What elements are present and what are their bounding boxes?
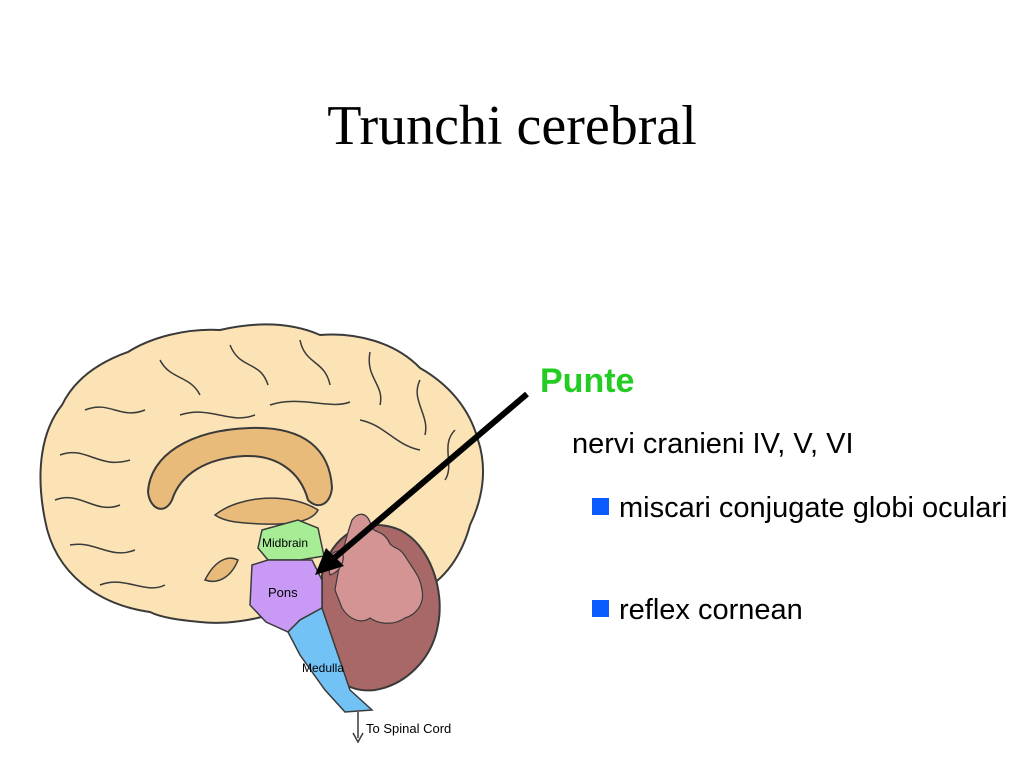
square-bullet-icon (592, 498, 609, 515)
label-pons: Pons (268, 585, 298, 600)
bullet-item: miscari conjugate globi oculari (592, 488, 1012, 528)
medulla (287, 606, 374, 713)
notes-subheading: nervi cranieni IV, V, VI (572, 428, 854, 460)
midbrain (257, 519, 325, 561)
label-medulla: Medulla (302, 661, 344, 675)
pointer-arrowhead (315, 548, 344, 575)
pointer-arrow-shaft (330, 391, 529, 563)
slide-title: Trunchi cerebral (327, 95, 697, 157)
bullet-text: reflex cornean (619, 594, 803, 626)
corpus-callosum (146, 426, 334, 510)
bullet-text: miscari conjugate globi oculari (619, 492, 1008, 524)
square-bullet-icon (592, 600, 609, 617)
thalamus (213, 497, 319, 525)
bullet-item: reflex cornean (592, 590, 1012, 630)
label-spinal-cord: To Spinal Cord (366, 721, 451, 736)
notes-heading: Punte (540, 362, 635, 400)
spinal-cord-arrowhead (352, 732, 364, 744)
sulci-lines (54, 339, 456, 589)
label-midbrain: Midbrain (262, 536, 308, 550)
hypothalamus (203, 557, 239, 582)
